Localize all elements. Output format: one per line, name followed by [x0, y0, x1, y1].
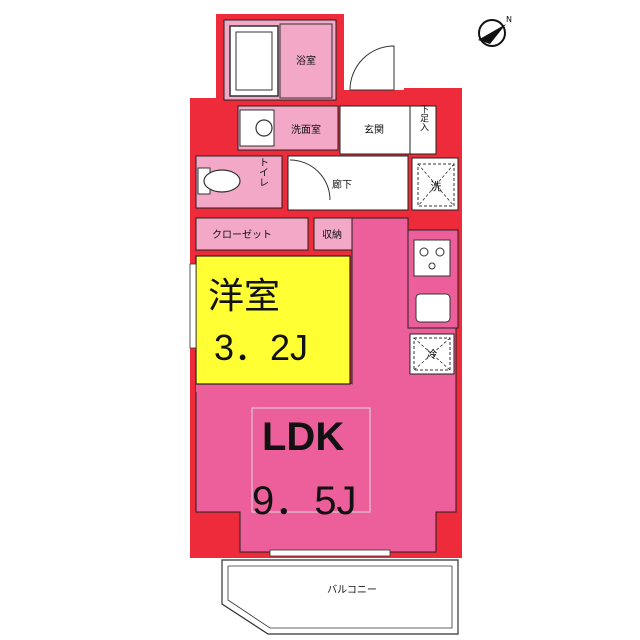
sink — [239, 109, 275, 147]
balcony — [221, 559, 459, 635]
fridge-space — [409, 333, 455, 375]
hallway-label: 廊下 — [332, 178, 352, 191]
western-room-size: 3．2J — [214, 327, 308, 368]
washroom-label: 洗面室 — [291, 123, 321, 136]
dining-area-outline — [251, 407, 371, 513]
closet-label: クローゼット — [212, 229, 272, 241]
closet — [195, 217, 309, 251]
washing-machine-label: 洗 — [431, 180, 442, 193]
entrance — [339, 105, 411, 155]
kitchen-sink — [415, 293, 451, 323]
ldk-size: 9．5J — [252, 479, 357, 523]
storage — [313, 217, 353, 251]
entrance-label: 玄関 — [364, 123, 384, 136]
western-room — [195, 255, 351, 385]
toilet-label: トイレ — [257, 157, 269, 187]
hallway — [287, 155, 409, 211]
shoe-storage — [409, 105, 437, 155]
western-room-label: 洋室 — [208, 275, 280, 316]
bathtub — [229, 25, 279, 97]
storage-label: 収納 — [322, 228, 342, 241]
balcony-label: バルコニー — [327, 584, 377, 596]
north-arrow-icon: N — [478, 15, 512, 47]
ldk-label: LDK — [262, 415, 344, 459]
bath-label: 浴室 — [296, 54, 316, 67]
svg-text:N: N — [506, 15, 512, 24]
fridge-label: 冷 — [427, 348, 438, 361]
stove — [413, 239, 451, 277]
shoe-storage-label: 下足入 — [418, 105, 429, 132]
